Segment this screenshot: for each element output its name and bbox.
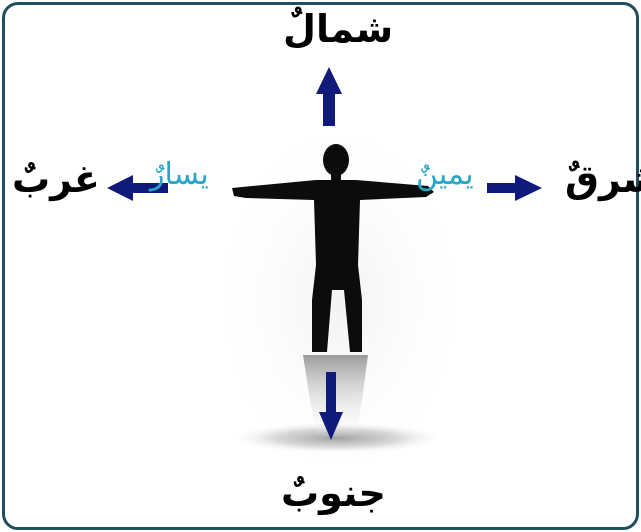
person-silhouette-icon	[232, 144, 434, 352]
east-label: شرقٌ	[565, 157, 641, 201]
left-side-label: يسارٌ	[150, 157, 209, 192]
background-halo	[200, 100, 480, 500]
west-label: غربٌ	[12, 157, 100, 201]
south-label: جنوبٌ	[281, 471, 386, 515]
arrow-up-icon	[316, 67, 342, 126]
arrow-right-icon	[487, 175, 542, 201]
arrow-down-icon	[319, 372, 343, 440]
right-side-label: يمينٌ	[416, 157, 474, 192]
arrow-left-icon	[107, 175, 168, 201]
north-label: شمالٌ	[283, 7, 394, 51]
